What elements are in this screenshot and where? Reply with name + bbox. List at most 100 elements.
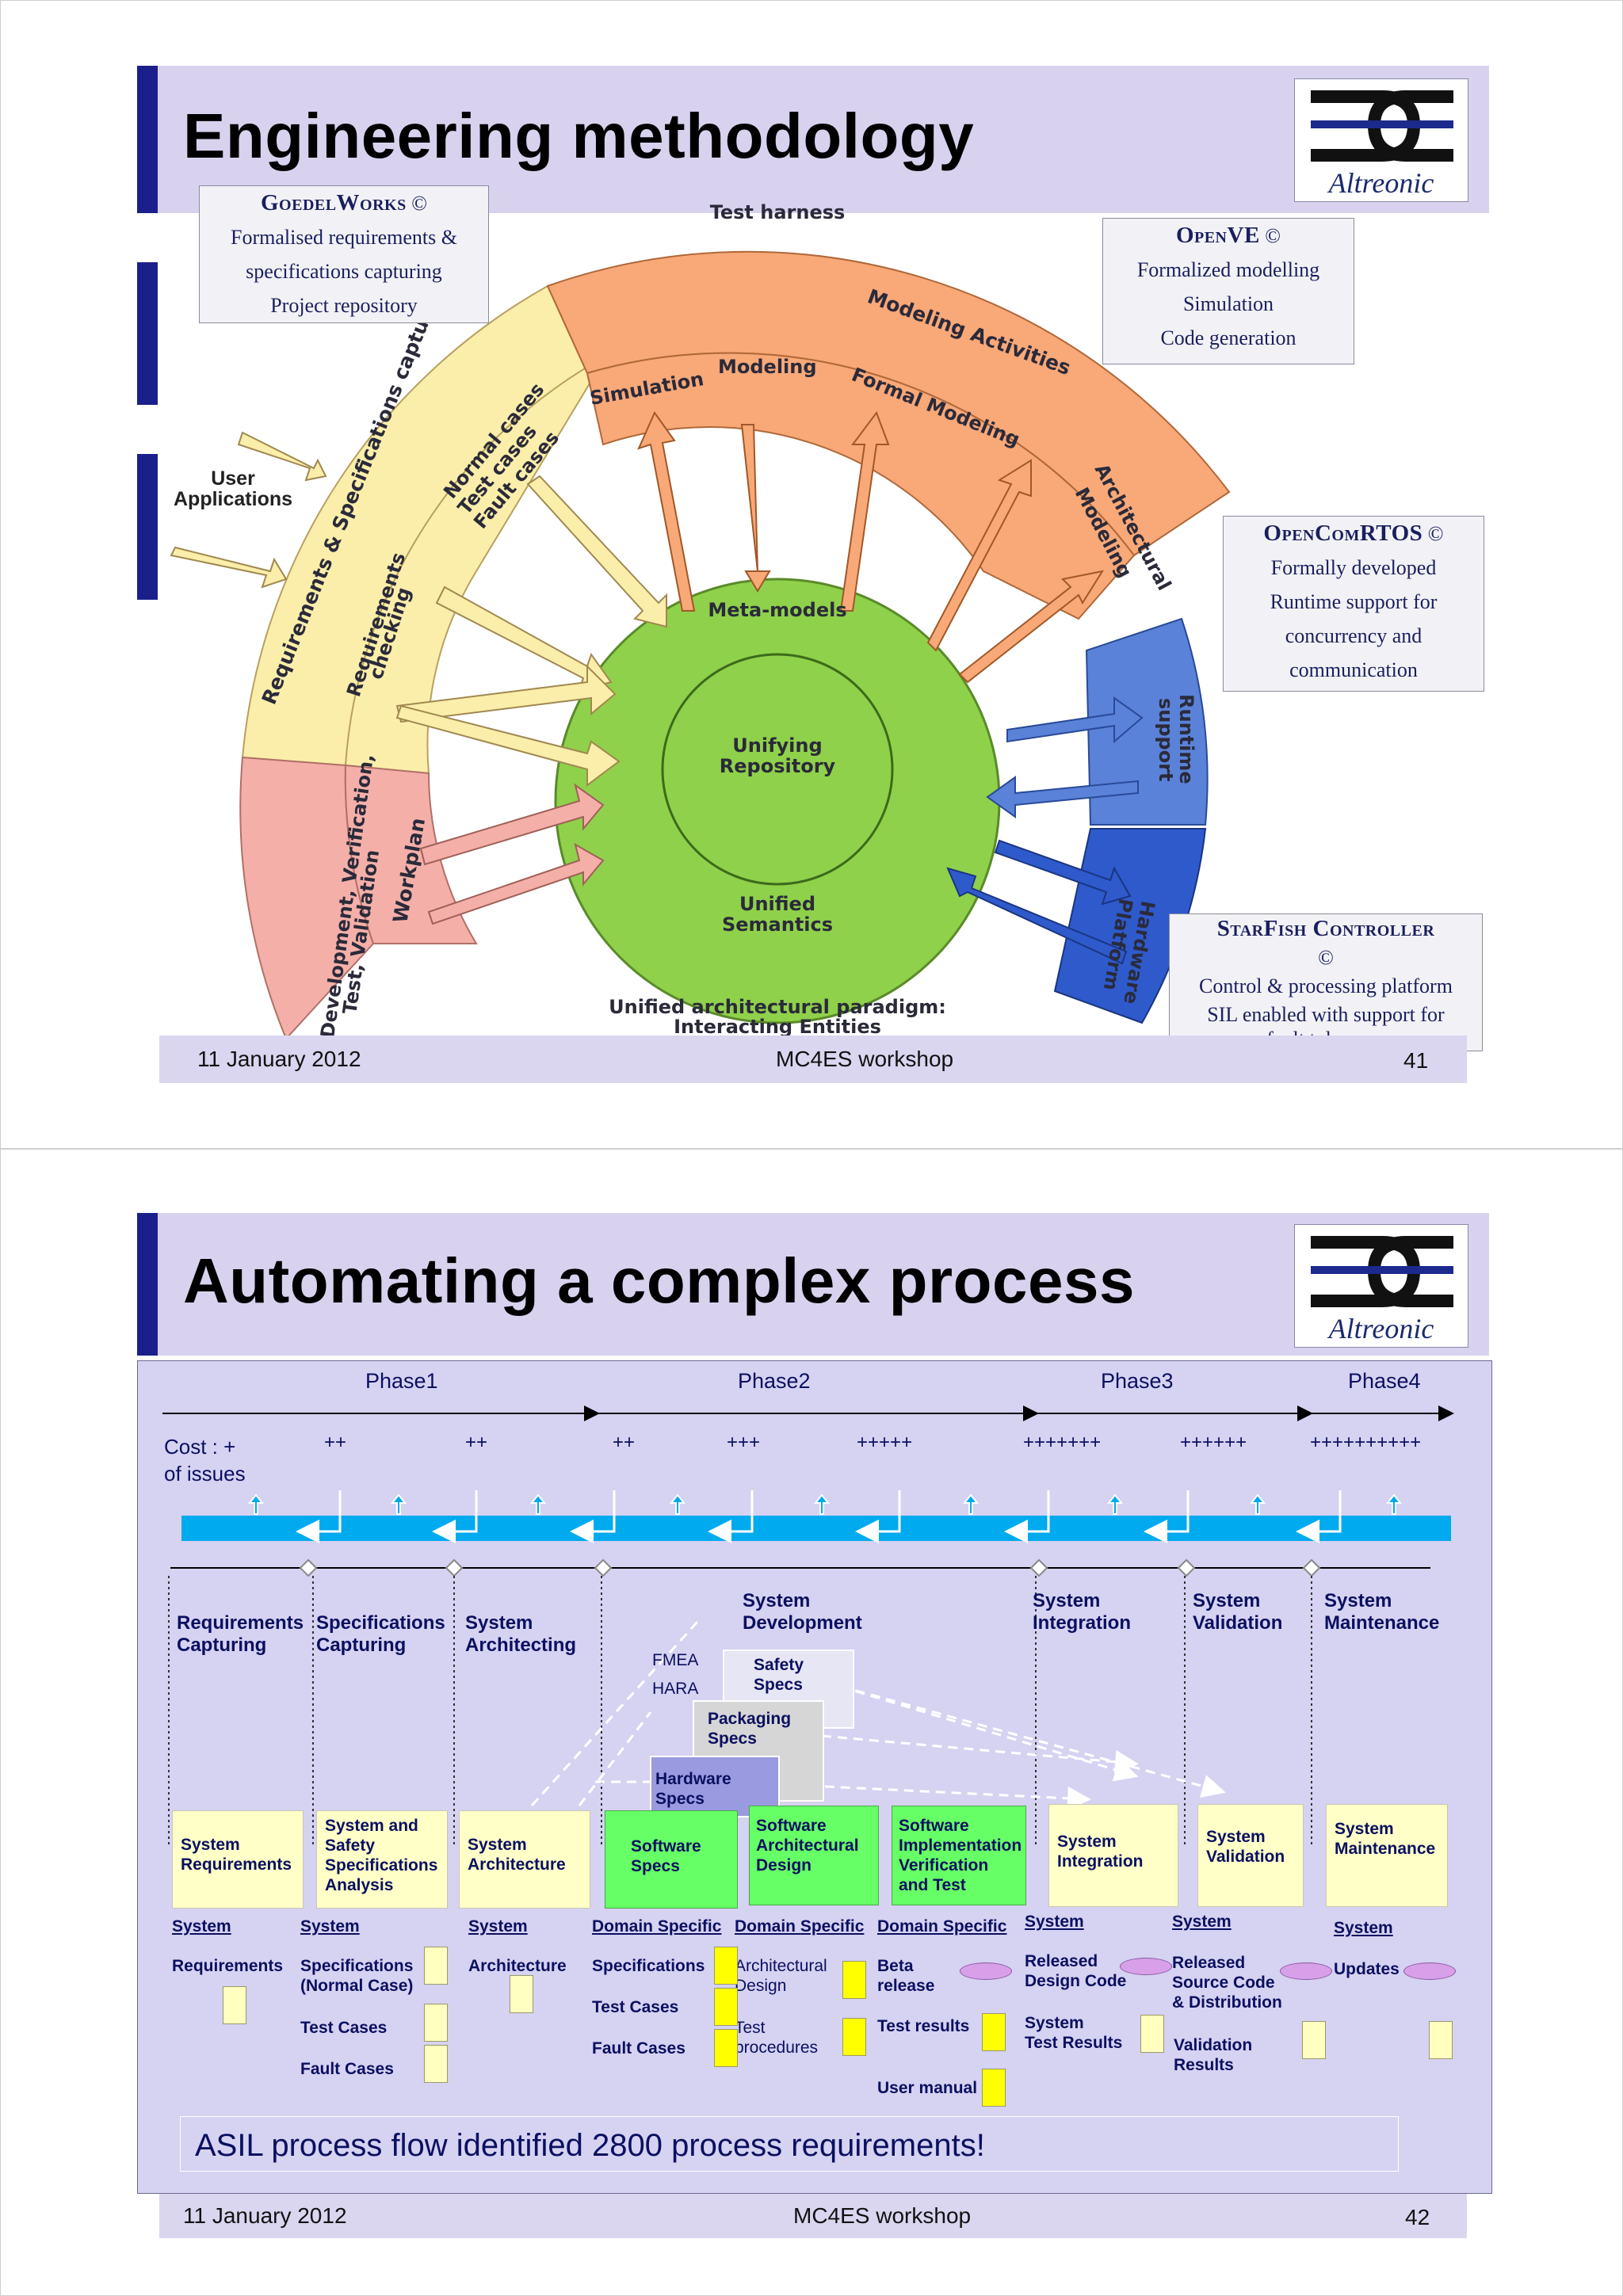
cost-level: ++++++ [1180,1432,1247,1453]
artifact-header: System [468,1917,528,1936]
loop-arrow-icon [1296,1490,1342,1543]
up-arrow-icon [1249,1493,1266,1515]
unifying-label-2: Repository [720,755,836,777]
copyright-mark: © [1427,522,1444,545]
cost-level: +++ [727,1432,761,1453]
opencomrtos-line: Runtime support for [1270,590,1438,613]
accent-bar [137,66,158,213]
document-icon [842,2018,866,2056]
runtime-1: Runtime [1175,694,1197,784]
document-icon [424,2004,448,2042]
up-arrow-icon [247,1493,265,1515]
document-icon [842,1961,866,1999]
system-validation-box: System Validation [1197,1804,1304,1907]
slide-42: Automating a complex process Altreonic [0,1149,1623,2296]
modeling-arrows [637,410,1105,684]
artifact-released-design-code: Released Design Code [1025,1952,1127,1990]
modeling-label: Modeling [718,356,817,378]
accent-bar [137,1213,158,1356]
artifact-specifications: Specifications [592,1957,705,1975]
footer-date: 11 January 2012 [183,2203,347,2228]
artifact-beta-release: Beta release [877,1957,935,1995]
logo-mark-icon [1311,90,1453,162]
starfish-box: StarFish Controller © Control & processi… [1169,913,1483,1051]
artifact-architectural-design: Architectural Design [735,1957,827,1995]
database-icon [1120,1958,1172,1975]
starfish-line: SIL enabled with support for [1207,1003,1445,1026]
document-icon [982,2069,1006,2107]
unifying-repository-circle [661,653,894,886]
asil-note-box: ASIL process flow identified 2800 proces… [180,2116,1399,2172]
document-icon [424,2045,448,2083]
cost-level: ++ [613,1432,636,1453]
artifact-requirements: Requirements [172,1957,284,1975]
milestone-diamond-icon [1302,1558,1321,1577]
phase-label: Phase4 [1348,1369,1421,1393]
loop-arrow-icon [855,1490,901,1543]
system-maintenance-box: System Maintenance [1326,1804,1448,1907]
openve-line: Formalized modelling [1136,258,1320,281]
stage-system-integration: System Integration [1033,1590,1131,1634]
document-icon [1302,2021,1326,2059]
safety-specs-label: Safety Specs [754,1656,804,1694]
footer-page-number: 42 [1405,2205,1430,2229]
artifact-test-cases: Test Cases [592,1998,679,2016]
runtime-2: support [1155,698,1177,782]
footer-band [159,2194,1467,2238]
test-harness-label: Test harness [710,201,846,223]
meta-models-label: Meta-models [708,599,846,621]
footer-date: 11 January 2012 [197,1047,361,1071]
paradigm-2: Interacting Entities [674,1016,881,1038]
logo-mark-icon [1311,1236,1453,1307]
logo-text: Altreonic [1328,167,1434,199]
up-arrow-icon [1385,1493,1403,1515]
milestone-diamond-icon [445,1558,464,1577]
phase-label: Phase2 [738,1369,811,1393]
artifact-test-cases: Test Cases [300,2019,388,2037]
goedelworks-line: specifications capturing [246,260,442,283]
opencomrtos-line: communication [1289,658,1418,681]
artifact-header: System [1172,1913,1232,1931]
hara-label: HARA [652,1680,699,1698]
copyright-mark: © [1318,946,1334,969]
accent-bar [137,454,158,600]
methodology-diagram: Meta-models Unifying Repository Unified … [170,201,1231,1039]
slide-title: Engineering methodology [183,101,975,171]
requirement-arrows [170,431,667,787]
phase-dividers [168,1576,1312,1847]
footer-event: MC4ES workshop [793,2203,972,2228]
stage-requirements-capturing: Requirements Capturing [177,1612,304,1656]
loop-back-arrows [296,1490,1342,1543]
document-icon [714,1947,738,1985]
system-integration-box: System Integration [1048,1804,1178,1907]
artifact-test-results: Test results [877,2017,970,2035]
artifact-header: System [1334,1919,1393,1937]
milestone-diamond-icon [594,1558,613,1577]
document-icon [223,1986,246,2024]
runtime-arrows [986,696,1144,818]
footer-band [159,1035,1467,1083]
unified-semantics-2: Semantics [722,913,833,936]
cost-label: Cost : + of issues [164,1435,246,1486]
spec-flow-lines [530,1619,1226,1810]
copyright-mark: © [411,192,428,215]
artifact-header: Domain Specific [735,1917,865,1936]
milestone-markers [299,1558,1321,1577]
openve-line: Code generation [1160,326,1296,349]
user-applications-label: User Applications [174,467,293,510]
artifact-validation-results: Validation Results [1174,2036,1253,2074]
phase-label: Phase3 [1101,1369,1174,1393]
opencomrtos-title: OpenComRTOS [1263,521,1423,546]
requirements-checking-arc [344,353,612,775]
document-icon [1429,2021,1453,2059]
milestone-diamond-icon [299,1558,318,1577]
artifact-fault-cases: Fault Cases [592,2039,685,2058]
slide-title: Automating a complex process [183,1245,1135,1316]
unifying-label-1: Unifying [732,734,822,757]
milestone-diamond-icon [1029,1558,1048,1577]
openve-line: Simulation [1182,292,1274,315]
logo-text: Altreonic [1328,1313,1434,1344]
cost-level: ++++++++++ [1310,1432,1422,1453]
artifact-header: Domain Specific [592,1917,722,1936]
stage-system-architecting: System Architecting [465,1612,577,1656]
